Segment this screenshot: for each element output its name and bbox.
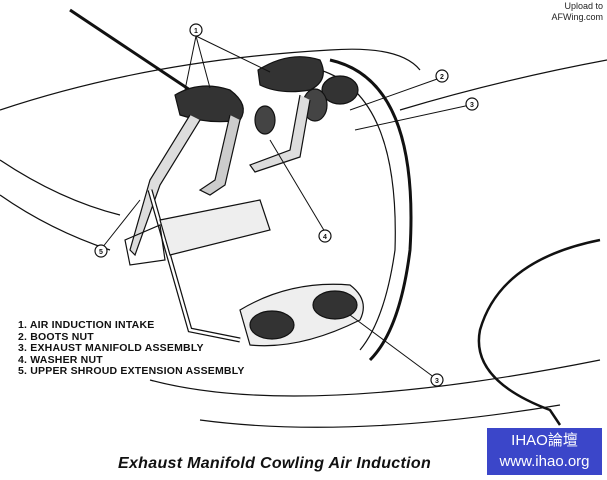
upper-intake-1 xyxy=(174,85,244,123)
legend-item: 5. UPPER SHROUD EXTENSION ASSEMBLY xyxy=(18,365,245,378)
exhaust-port xyxy=(321,75,359,105)
shroud-box-2 xyxy=(124,224,166,266)
parts-legend: 1. AIR INDUCTION INTAKE 2. BOOTS NUT 3. … xyxy=(18,319,245,378)
callout-3-upper: 3 xyxy=(465,97,479,111)
nose-curve xyxy=(477,238,601,426)
watermark-line2: www.ihao.org xyxy=(499,453,590,470)
legend-item: 1. AIR INDUCTION INTAKE xyxy=(18,319,155,331)
leader-lines xyxy=(101,35,471,379)
watermark-line1: IHAO論壇 xyxy=(511,432,578,449)
cowling-outline xyxy=(0,48,421,111)
svg-text:5: 5 xyxy=(99,249,103,256)
callout-3-lower: 3 xyxy=(430,373,444,387)
legend-item: 4. WASHER NUT xyxy=(18,353,103,366)
shroud-box xyxy=(159,199,271,256)
svg-text:3: 3 xyxy=(470,102,474,109)
legend-item: 2. BOOTS NUT xyxy=(18,330,94,343)
callout-2: 2 xyxy=(435,69,449,83)
callout-1: 1 xyxy=(189,23,203,37)
svg-text:4: 4 xyxy=(323,234,327,241)
cowling-ring xyxy=(329,58,413,362)
legend-item: 3. EXHAUST MANIFOLD ASSEMBLY xyxy=(18,342,204,355)
wing-outline xyxy=(0,159,121,216)
fuselage-outline xyxy=(69,8,191,92)
exhaust-port xyxy=(254,105,276,135)
upload-line1: Upload to xyxy=(564,1,603,11)
svg-text:3: 3 xyxy=(435,378,439,385)
manifold-pipe xyxy=(129,114,201,257)
svg-text:2: 2 xyxy=(440,74,444,81)
manifold-pipe xyxy=(198,114,241,196)
lower-body xyxy=(149,359,601,397)
svg-text:1: 1 xyxy=(194,28,198,35)
lower-body-2 xyxy=(199,404,561,428)
callout-4: 4 xyxy=(318,229,332,243)
upload-watermark: Upload to AFWing.com xyxy=(551,1,603,23)
ihao-watermark: IHAO論壇 www.ihao.org xyxy=(487,428,602,475)
lower-intake-port xyxy=(249,310,295,340)
lower-intake-port xyxy=(312,290,358,320)
upload-line2: AFWing.com xyxy=(551,12,603,22)
callout-5: 5 xyxy=(94,244,108,258)
figure-caption: Exhaust Manifold Cowling Air Induction xyxy=(118,455,432,472)
manifold-tube xyxy=(148,189,241,342)
upper-intake-2 xyxy=(257,56,324,93)
wing-lower xyxy=(0,194,111,251)
upper-line xyxy=(399,59,607,111)
manifold-pipe xyxy=(249,94,311,173)
